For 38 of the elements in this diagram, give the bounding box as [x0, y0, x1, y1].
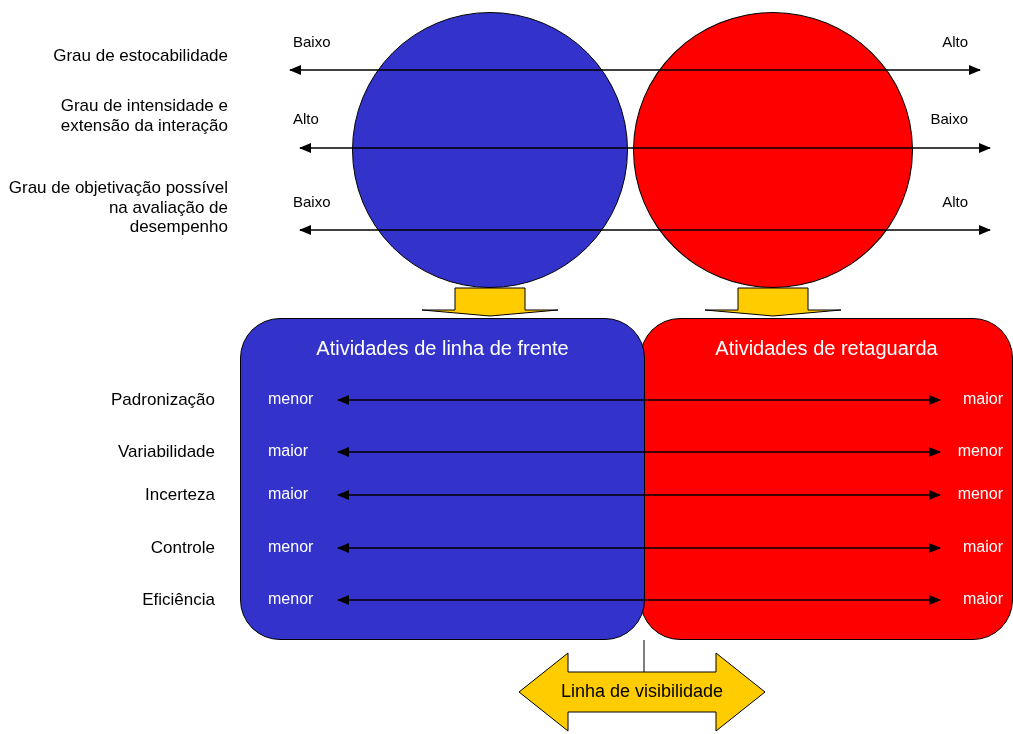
scale-label: Grau de intensidade e extensão da interação — [59, 96, 228, 136]
scale-label: Grau de estocabilidade — [52, 46, 228, 66]
scale-end-label: Alto — [293, 110, 319, 128]
row-label: Incerteza — [145, 485, 215, 505]
double-block-arrow — [518, 652, 766, 732]
arrow-label: Linha de visibilidade — [559, 681, 725, 702]
value-label: maior — [963, 390, 1003, 409]
scale-end-label: Baixo — [930, 110, 968, 128]
double-arrow — [337, 543, 941, 553]
double-arrow — [337, 447, 941, 457]
scale-end-label: Baixo — [293, 193, 331, 211]
scale-end-label: Alto — [942, 33, 968, 51]
scale-label: Grau de objetivação possível na avaliação de desempenho — [8, 178, 228, 237]
value-label: maior — [963, 590, 1003, 609]
row-label: Variabilidade — [117, 442, 215, 462]
block-arrow — [704, 287, 842, 317]
scale-end-label: Baixo — [293, 33, 331, 51]
value-label: menor — [268, 590, 314, 609]
row-label: Eficiência — [142, 590, 215, 610]
value-label: menor — [268, 390, 314, 409]
row-label: Controle — [150, 538, 215, 558]
block-arrow — [421, 287, 559, 317]
value-label: menor — [957, 442, 1003, 461]
scale-end-label: Alto — [942, 193, 968, 211]
leader-line — [643, 639, 645, 673]
value-label: maior — [268, 442, 308, 461]
value-label: menor — [957, 485, 1003, 504]
value-label: maior — [963, 538, 1003, 557]
value-label: menor — [268, 538, 314, 557]
double-arrow — [337, 395, 941, 405]
rounded-panel — [240, 318, 645, 640]
value-label: maior — [268, 485, 308, 504]
rounded-panel — [640, 318, 1013, 640]
panel-title: Atividades de linha de frente — [315, 337, 570, 360]
double-arrow — [337, 595, 941, 605]
double-arrow — [337, 490, 941, 500]
row-label: Padronização — [111, 390, 215, 410]
panel-title: Atividades de retaguarda — [714, 337, 939, 360]
